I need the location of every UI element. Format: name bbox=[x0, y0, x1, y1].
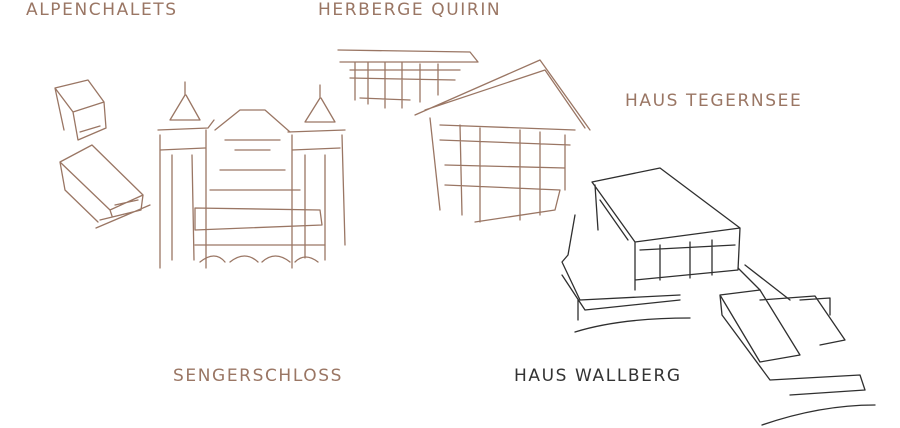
herberge-quirin-sketch[interactable] bbox=[337, 49, 479, 109]
sengerschloss-sketch[interactable] bbox=[157, 81, 346, 269]
location-link-haus-wallberg[interactable]: HAUS WALLBERG bbox=[514, 366, 682, 386]
location-link-sengerschloss[interactable]: SENGERSCHLOSS bbox=[173, 366, 344, 386]
haus-wallberg-sketch[interactable] bbox=[561, 167, 876, 426]
alpenchalets-sketch[interactable] bbox=[54, 79, 151, 229]
location-link-alpenchalets[interactable]: ALPENCHALETS bbox=[26, 0, 178, 20]
location-link-herberge-quirin[interactable]: HERBERGE QUIRIN bbox=[318, 0, 502, 20]
location-link-haus-tegernsee[interactable]: HAUS TEGERNSEE bbox=[625, 91, 803, 111]
haus-tegernsee-sketch[interactable] bbox=[414, 59, 591, 223]
